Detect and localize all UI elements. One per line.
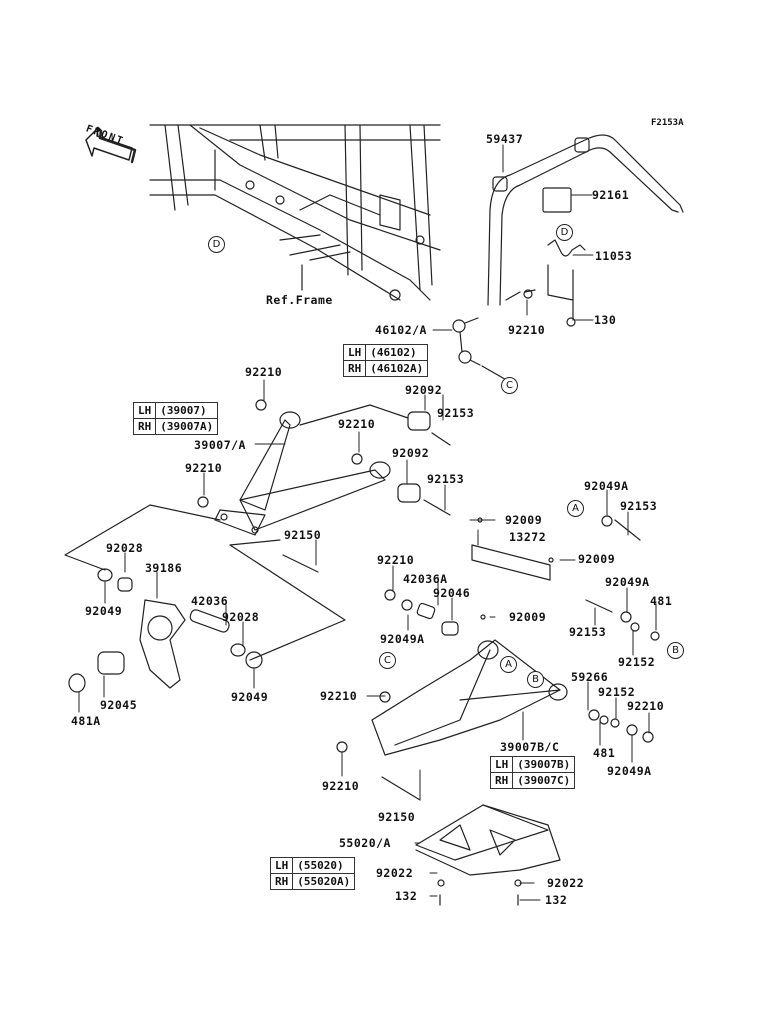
callout-92028-b: 92028 <box>222 610 260 624</box>
callout-92152-a: 92152 <box>618 655 656 669</box>
side-cell: LH <box>489 756 514 773</box>
callout-92049a-d: 92049A <box>607 764 652 778</box>
part-cell: (46102A) <box>365 360 429 377</box>
callout-92153-c: 92153 <box>620 499 658 513</box>
callout-92092-a: 92092 <box>405 383 443 397</box>
callout-92153-a: 92153 <box>437 406 475 420</box>
callout-92152-b: 92152 <box>598 685 636 699</box>
lower-arm-side-table: LH(39007B) RH(39007C) <box>489 756 576 789</box>
table-row: LH(39007) <box>132 402 219 419</box>
part-cell: (55020A) <box>292 873 356 890</box>
callout-92153-d: 92153 <box>569 625 607 639</box>
callout-92049-b: 92049 <box>231 690 269 704</box>
callout-481-b: 481 <box>593 746 616 760</box>
callout-92150-b: 92150 <box>378 810 416 824</box>
callout-92022-b: 92022 <box>547 876 585 890</box>
table-row: LH(39007B) <box>489 756 576 773</box>
table-row: RH(39007C) <box>489 772 576 789</box>
marker-d-frame: D <box>208 236 225 253</box>
marker-a-lower: A <box>500 656 517 673</box>
callout-92092-b: 92092 <box>392 446 430 460</box>
callout-11053: 11053 <box>595 249 633 263</box>
table-row: RH(39007A) <box>132 418 219 435</box>
side-cell: RH <box>132 418 157 435</box>
marker-a-right: A <box>567 500 584 517</box>
ref-frame-label: Ref.Frame <box>266 293 333 307</box>
callout-13272: 13272 <box>509 530 547 544</box>
callout-92150-a: 92150 <box>284 528 322 542</box>
knuckle-drawing <box>68 568 263 693</box>
table-row: LH(55020) <box>269 857 356 874</box>
marker-c-lower: C <box>379 652 396 669</box>
callout-481-a: 481 <box>650 594 673 608</box>
upper-arm-drawing <box>64 399 451 661</box>
leader-lines <box>78 144 657 901</box>
callout-59266: 59266 <box>571 670 609 684</box>
callout-92049a-c: 92049A <box>605 575 650 589</box>
callout-92210-d: 92210 <box>377 553 415 567</box>
callout-92028-a: 92028 <box>106 541 144 555</box>
callout-92210-a: 92210 <box>245 365 283 379</box>
part-cell: (39007B) <box>512 756 576 773</box>
stabilizer-link-drawing <box>452 317 511 383</box>
part-cell: (46102) <box>365 344 429 361</box>
callout-132-a: 132 <box>395 889 418 903</box>
callout-92046: 92046 <box>433 586 471 600</box>
callout-130: 130 <box>594 313 617 327</box>
stabilizer-bar-drawing <box>487 134 684 327</box>
guard-side-table: LH(55020) RH(55020A) <box>269 857 356 890</box>
figure-code: F2153A <box>651 118 684 128</box>
callout-55020a: 55020/A <box>339 836 391 850</box>
callout-92022-a: 92022 <box>376 866 414 880</box>
callout-92210-g: 92210 <box>322 779 360 793</box>
callout-39186: 39186 <box>145 561 183 575</box>
callout-92009-b: 92009 <box>578 552 616 566</box>
callout-39007a: 39007/A <box>194 438 246 452</box>
callout-59437: 59437 <box>486 132 524 146</box>
callout-92210-top: 92210 <box>508 323 546 337</box>
callout-132-b: 132 <box>545 893 568 907</box>
callout-92049a-b: 92049A <box>380 632 425 646</box>
side-cell: RH <box>342 360 367 377</box>
callout-92210-c: 92210 <box>185 461 223 475</box>
table-row: LH(46102) <box>342 344 429 361</box>
callout-92210-b: 92210 <box>338 417 376 431</box>
side-cell: LH <box>132 402 157 419</box>
upper-arm-side-table: LH(39007) RH(39007A) <box>132 402 219 435</box>
callout-92045: 92045 <box>100 698 138 712</box>
marker-b-lower: B <box>527 671 544 688</box>
part-cell: (55020) <box>292 857 356 874</box>
callout-42036: 42036 <box>191 594 229 608</box>
part-cell: (39007) <box>155 402 219 419</box>
table-row: RH(46102A) <box>342 360 429 377</box>
marker-d-top: D <box>556 224 573 241</box>
part-cell: (39007C) <box>512 772 576 789</box>
callout-92009-c: 92009 <box>509 610 547 624</box>
callout-92210-e: 92210 <box>627 699 665 713</box>
callout-92161: 92161 <box>592 188 630 202</box>
callout-92049a-a: 92049A <box>584 479 629 493</box>
table-row: RH(55020A) <box>269 873 356 890</box>
callout-481a: 481A <box>71 714 101 728</box>
part-cell: (39007A) <box>155 418 219 435</box>
callout-92153-b: 92153 <box>427 472 465 486</box>
side-cell: LH <box>269 857 294 874</box>
front-arrow-icon <box>85 126 137 164</box>
side-cell: LH <box>342 344 367 361</box>
marker-b-right: B <box>667 642 684 659</box>
frame-drawing <box>149 124 441 301</box>
side-cell: RH <box>269 873 294 890</box>
link-side-table: LH(46102) RH(46102A) <box>342 344 429 377</box>
callout-46102a: 46102/A <box>375 323 427 337</box>
callout-92210-f: 92210 <box>320 689 358 703</box>
callout-39007bc: 39007B/C <box>500 740 560 754</box>
callout-42036a: 42036A <box>403 572 448 586</box>
callout-92049-a: 92049 <box>85 604 123 618</box>
callout-92009-a: 92009 <box>505 513 543 527</box>
side-cell: RH <box>489 772 514 789</box>
marker-c-link: C <box>501 377 518 394</box>
lower-arm-drawing <box>336 515 660 906</box>
